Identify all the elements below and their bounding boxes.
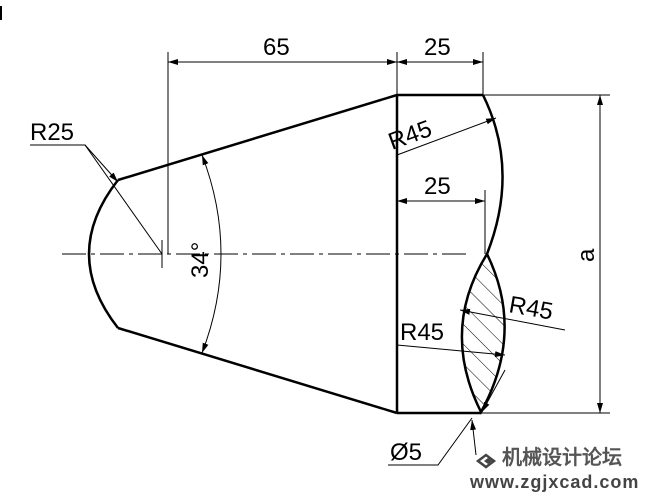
top-taper-line [117,93,398,182]
watermark-logo-icon [475,453,497,469]
dim-angle-arc [201,154,222,354]
height-a-label: a [573,248,600,262]
dimension-texts: 65 25 25 R25 R45 R45 R45 34° a Ø5 [30,34,600,466]
r25-label: R25 [30,119,74,146]
r45-top-leader [396,117,497,156]
dim-25-top-label: 25 [424,34,451,61]
hatched-section [460,251,506,415]
extension-lines [167,52,610,414]
watermark-title: 机械设计论坛 [502,445,622,469]
dia5-leader [388,417,473,466]
r25-leader [30,144,163,255]
r45-right-leader [459,308,566,331]
left-r25-arc [87,179,119,329]
watermark-url: www.zgjxcad.com [469,472,639,492]
watermark: 机械设计论坛 www.zgjxcad.com [469,445,639,492]
r45-top-label: R45 [385,115,436,155]
dim-25-mid-label: 25 [424,173,451,200]
angle-label: 34° [187,242,214,278]
center-lines [62,240,470,268]
bottom-taper-line [117,326,398,415]
r45-left-label: R45 [400,319,444,346]
dia5-label: Ø5 [390,439,422,466]
right-upper-r45-profile [481,94,504,255]
dimension-lines [30,59,603,466]
r45-left-leader [396,344,506,358]
dim-65-label: 65 [263,34,290,61]
